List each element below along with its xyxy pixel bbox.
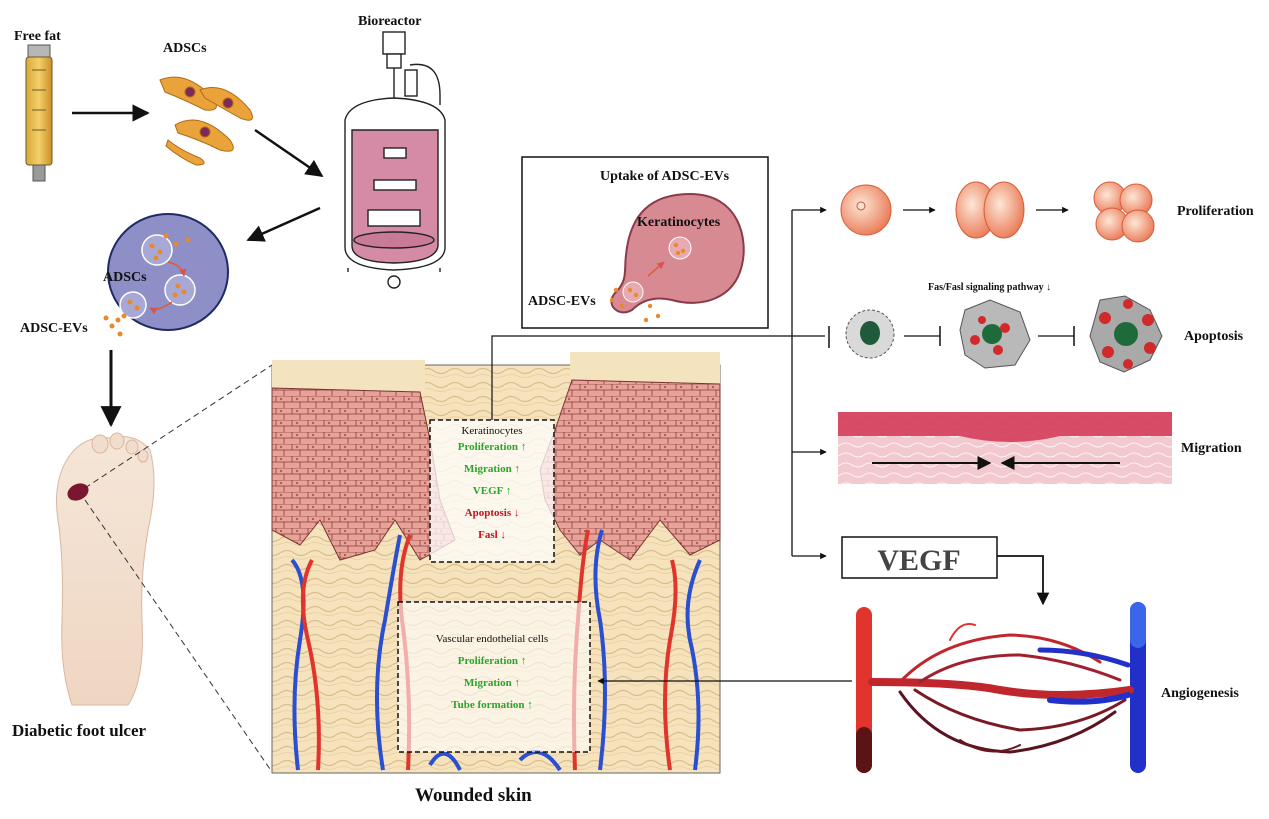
adscs-spindle-cells xyxy=(159,76,253,166)
keratinocytes-effect-item: Fasl ↓ xyxy=(478,529,506,541)
apoptosis-cells xyxy=(828,295,1163,373)
adscs-top-label: ADSCs xyxy=(163,41,207,56)
free-fat-label: Free fat xyxy=(14,29,61,44)
vegf-box xyxy=(841,536,998,579)
endothelial-effect-item: Proliferation ↑ xyxy=(458,655,527,667)
vegf-label: VEGF xyxy=(877,544,960,577)
apoptosis-label: Apoptosis xyxy=(1184,329,1244,344)
bioreactor-illustration xyxy=(344,31,446,289)
keratinocytes-effect-item: Migration ↑ xyxy=(464,463,520,475)
migration-illustration xyxy=(838,412,1172,484)
keratinocytes-dashed-box xyxy=(429,419,555,563)
zoom-line-top xyxy=(84,364,273,489)
angiogenesis-illustration xyxy=(856,602,1146,773)
syringe-illustration xyxy=(25,44,53,182)
endothelial-effects: Vascular endothelial cells Proliferation… xyxy=(436,633,548,711)
proliferation-cells xyxy=(840,181,1155,243)
adscs-cell-label: ADSCs xyxy=(103,270,147,285)
keratinocyte-connector-line xyxy=(491,335,825,420)
uptake-title: Uptake of ADSC-EVs xyxy=(600,169,730,184)
keratinocytes-box-title: Keratinocytes xyxy=(461,425,522,437)
arrow-adscs-to-bioreactor xyxy=(254,128,324,178)
foot-illustration xyxy=(56,432,155,706)
endothelial-dashed-box xyxy=(397,601,591,753)
keratinocyte-cell-illustration xyxy=(609,192,745,323)
arrow-bioreactor-to-adscs xyxy=(246,206,321,242)
proliferation-label: Proliferation xyxy=(1177,204,1254,219)
keratinocytes-effects: Keratinocytes Proliferation ↑ Migration … xyxy=(458,425,527,541)
diabetic-foot-ulcer-label: Diabetic foot ulcer xyxy=(12,721,147,740)
fas-pathway-label: Fas/Fasl signaling pathway ↓ xyxy=(928,282,1051,293)
adsc-evs-left-label: ADSC-EVs xyxy=(20,321,88,336)
adsc-cell-illustration xyxy=(103,213,229,337)
endothelial-effect-item: Tube formation ↑ xyxy=(451,699,533,711)
keratinocytes-cell-label: Keratinocytes xyxy=(637,215,721,230)
arrow-vegf-to-angiogenesis xyxy=(997,555,1050,606)
migration-label: Migration xyxy=(1181,441,1242,456)
keratinocytes-effect-item: VEGF ↑ xyxy=(473,485,511,497)
keratinocytes-effect-item: Proliferation ↑ xyxy=(458,441,527,453)
endothelial-effect-item: Migration ↑ xyxy=(464,677,520,689)
bioreactor-label: Bioreactor xyxy=(358,14,422,29)
adsc-evs-box-label: ADSC-EVs xyxy=(528,294,596,309)
angiogenesis-label: Angiogenesis xyxy=(1161,686,1239,701)
wounded-skin-label: Wounded skin xyxy=(415,785,532,806)
zoom-line-bottom xyxy=(84,499,273,773)
endothelial-box-title: Vascular endothelial cells xyxy=(436,633,548,645)
keratinocytes-effect-item: Apoptosis ↓ xyxy=(465,507,520,519)
